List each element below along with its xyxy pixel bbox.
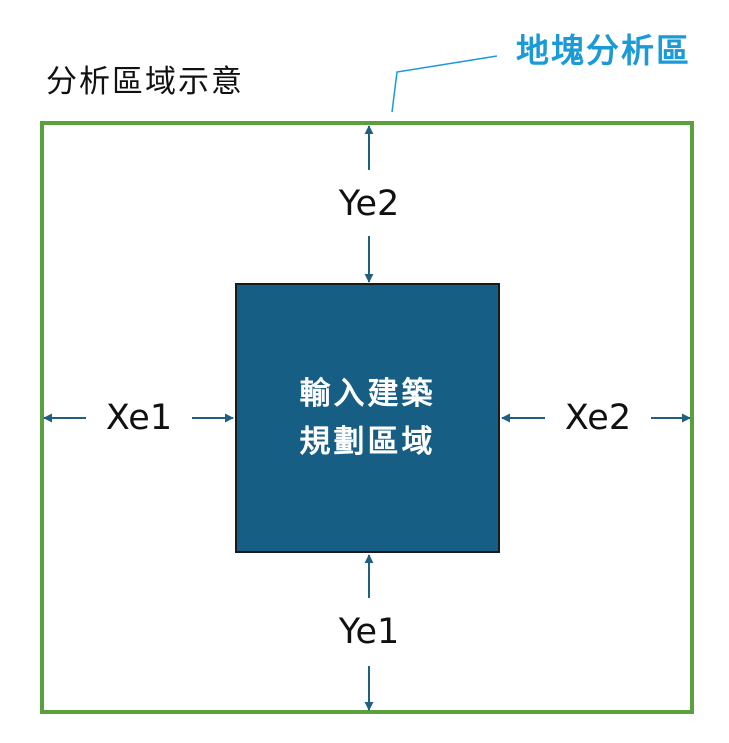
building-area-label-line2: 規劃區域 xyxy=(299,424,436,460)
callout-leader-line xyxy=(391,55,498,113)
xe1-label: Xe1 xyxy=(101,398,177,438)
site-area-label: 地塊分析區 xyxy=(516,31,691,70)
site-analysis-boundary xyxy=(40,121,694,714)
building-planning-area: 輸入建築 規劃區域 xyxy=(235,283,500,553)
ye2-label: Ye2 xyxy=(334,184,404,224)
building-area-label-line1: 輸入建築 xyxy=(299,376,436,412)
xe2-label: Xe2 xyxy=(560,398,636,438)
ye1-label: Ye1 xyxy=(334,612,404,652)
diagram-title: 分析區域示意 xyxy=(46,64,244,100)
